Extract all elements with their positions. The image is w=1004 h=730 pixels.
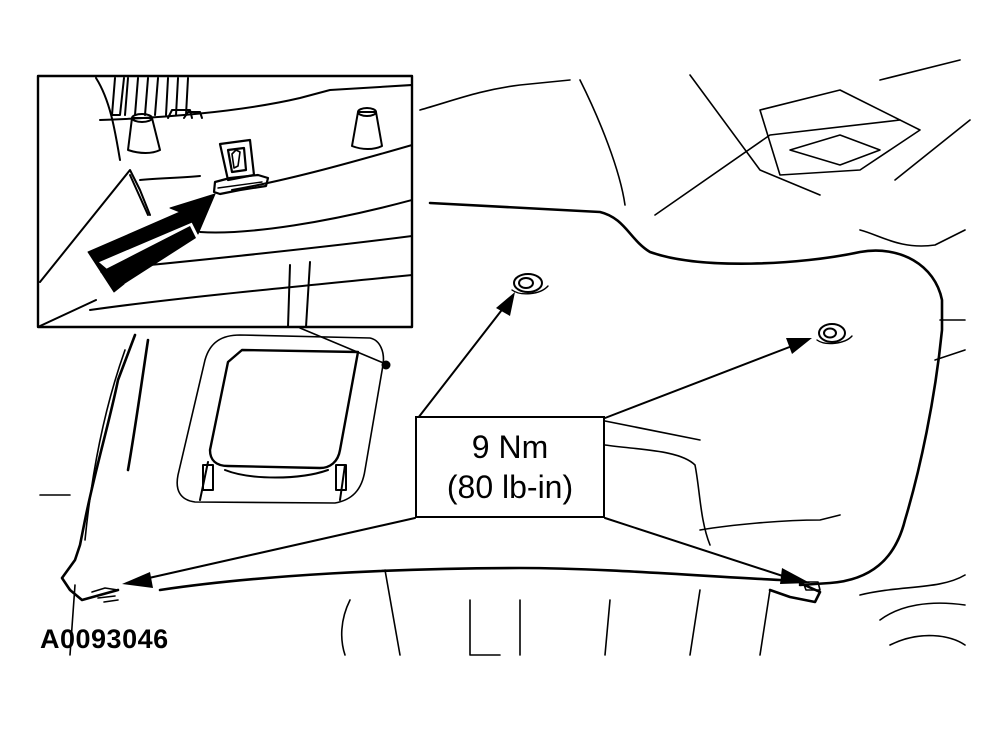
panel-contours (599, 419, 841, 546)
lower-clip-right (802, 581, 821, 591)
inset-callout (299, 327, 391, 370)
fastener-hole-icon (816, 323, 853, 345)
lower-clip-left (91, 587, 119, 603)
trim-panel-outline (60, 201, 944, 604)
access-opening (176, 334, 385, 504)
torque-imperial: (80 lb-in) (446, 469, 574, 505)
torque-metric: 9 Nm (471, 429, 549, 465)
detail-inset (36, 74, 414, 329)
pointer-arrow-icon (122, 292, 812, 588)
pointer-arrow-icon (87, 193, 216, 293)
leader-lines (139, 301, 801, 581)
fastener-hole-icon (511, 273, 549, 295)
retaining-clip-icon (212, 138, 270, 196)
torque-spec-callout: 9 Nm (80 lb-in) (415, 416, 605, 518)
figure-id: A0093046 (40, 624, 169, 654)
background-structure (39, 59, 971, 656)
